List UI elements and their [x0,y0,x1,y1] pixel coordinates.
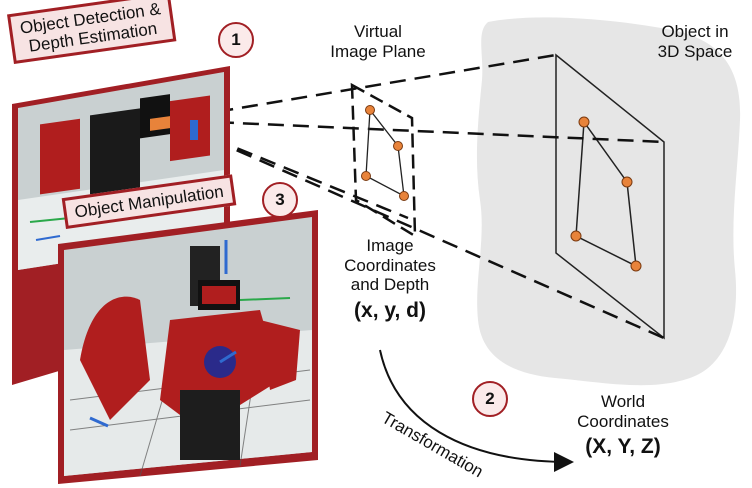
object-plane [555,53,665,340]
object-point [630,260,642,272]
robot-scene-manipulation [58,210,318,484]
virtual-plane-line2: Image Plane [330,41,426,61]
projection-lines [167,53,665,340]
image-coordinates-label: Image Coordinates and Depth (x, y, d) [320,236,460,323]
step-1-badge: 1 [218,22,254,58]
image-point [365,105,375,115]
virtual-plane-line1: Virtual [354,22,402,41]
image-coordinates-line3: and Depth [350,275,430,295]
object-space-line1: Object in [661,22,729,41]
transformation-arrow [379,349,574,472]
virtual-plane-label: Virtual Image Plane [308,22,448,61]
world-coordinates-label: World Coordinates (X, Y, Z) [548,392,698,459]
image-coordinates-line1: Image [366,236,414,255]
object-space-cloud [476,17,741,386]
image-polygon [365,109,405,198]
object-space-line2: 3D Space [657,41,733,61]
object-point [578,116,590,128]
step-3-badge: 3 [262,182,298,218]
image-point [399,191,409,201]
object-space-label: Object in 3D Space [640,22,750,61]
image-point [361,171,371,181]
virtual-image-plane [350,82,417,239]
object-point [621,176,633,188]
object-point [570,230,582,242]
world-coordinates-value: (X, Y, Z) [585,435,661,459]
image-point [393,141,403,151]
world-coordinates-line1: World [600,392,646,411]
step-2-badge: 2 [472,381,508,417]
image-coordinates-value: (x, y, d) [354,298,426,322]
image-coordinates-line2: Coordinates [344,255,436,275]
world-coordinates-line2: Coordinates [577,411,669,431]
